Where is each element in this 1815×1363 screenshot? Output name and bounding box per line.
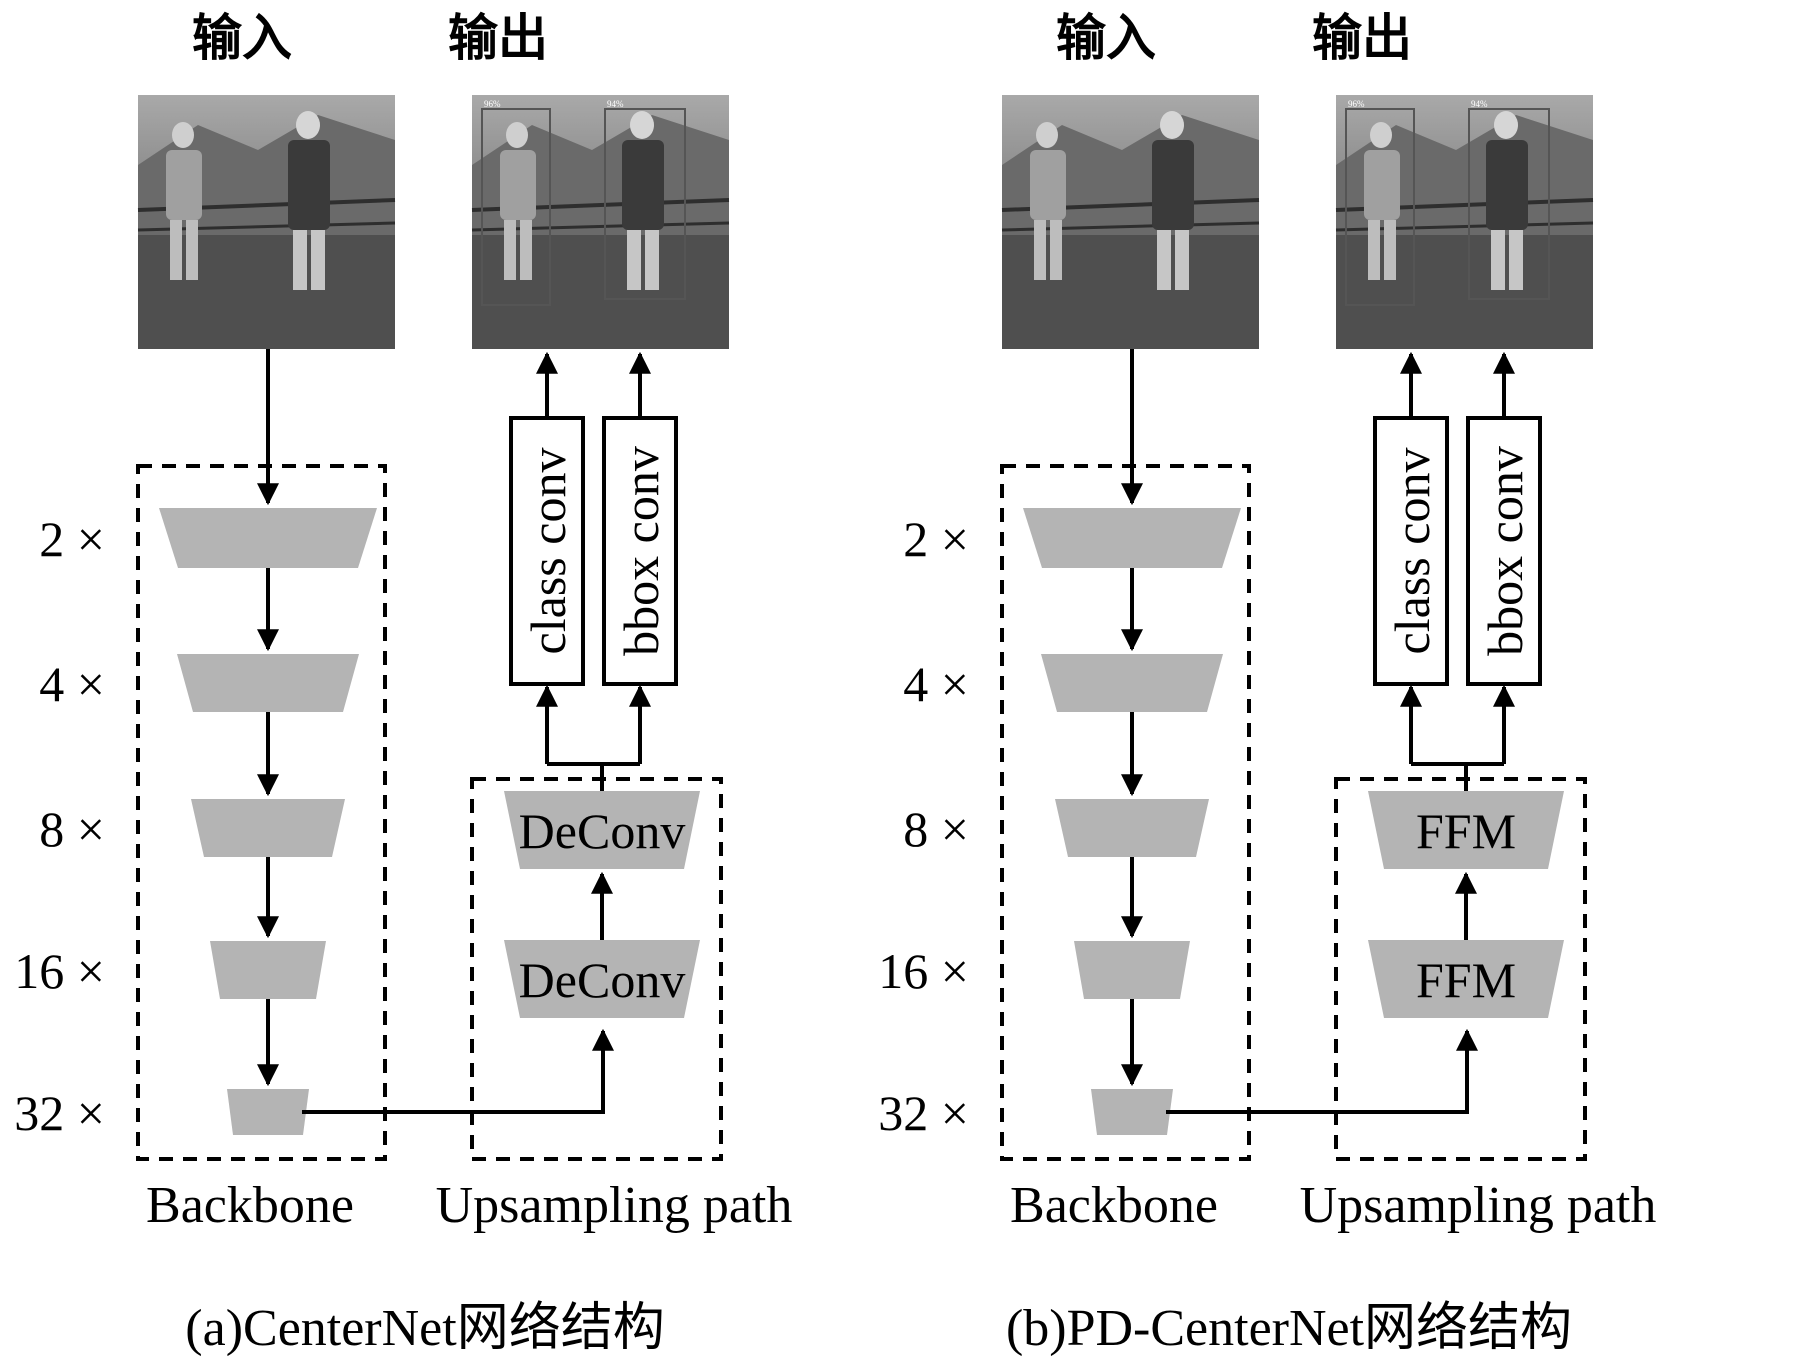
detection-score: 96% xyxy=(484,99,501,109)
upsampling-box xyxy=(1334,777,1587,1161)
input-label: 输入 xyxy=(1056,9,1156,67)
detection-score: 94% xyxy=(607,99,624,109)
upsample-block-2 xyxy=(504,791,700,869)
input-image xyxy=(137,95,396,349)
output-image: 96% 94% xyxy=(1335,95,1594,349)
scale-label: 4 × xyxy=(903,656,969,712)
scale-label: 32 × xyxy=(14,1085,105,1141)
backbone-block-3 xyxy=(191,799,345,857)
scale-label: 8 × xyxy=(39,801,105,857)
scale-label: 2 × xyxy=(39,511,105,567)
upsample-label: FFM xyxy=(1416,952,1516,1008)
detection-score: 96% xyxy=(1348,99,1365,109)
scale-label: 16 × xyxy=(14,943,105,999)
upsample-block-1 xyxy=(1368,940,1564,1018)
upsampling-box xyxy=(470,777,723,1161)
backbone-box xyxy=(1000,464,1251,1161)
bbox-conv-box xyxy=(602,416,678,686)
arrow-backbone-to-upsample xyxy=(302,1028,614,1114)
backbone-block-2 xyxy=(1041,654,1223,712)
backbone-block-5 xyxy=(227,1089,309,1135)
input-image xyxy=(1001,95,1260,349)
output-label: 输出 xyxy=(448,9,548,67)
detection-box xyxy=(604,108,686,300)
upsampling-label: Upsampling path xyxy=(436,1177,793,1234)
panel-a: 输入输出96%94%2 ×4 ×8 ×16 ×32 ×DeConvDeConvc… xyxy=(14,9,792,1357)
panel-caption: (a)CenterNet网络结构 xyxy=(185,1300,664,1357)
class-conv-box xyxy=(1373,416,1449,686)
output-image: 96% 94% xyxy=(471,95,730,349)
detection-box xyxy=(1345,108,1415,306)
detection-score: 94% xyxy=(1471,99,1488,109)
class-conv-label: class conv xyxy=(1384,448,1440,655)
upsample-label: DeConv xyxy=(519,952,686,1008)
backbone-block-2 xyxy=(177,654,359,712)
upsample-block-2 xyxy=(1368,791,1564,869)
backbone-label: Backbone xyxy=(146,1177,354,1234)
upsampling-label: Upsampling path xyxy=(1300,1177,1657,1234)
scale-label: 2 × xyxy=(903,511,969,567)
bbox-conv-label: bbox conv xyxy=(613,446,669,656)
scale-label: 8 × xyxy=(903,801,969,857)
output-label: 输出 xyxy=(1312,9,1412,67)
class-conv-label: class conv xyxy=(520,448,576,655)
arrow-backbone-to-upsample xyxy=(1166,1028,1478,1114)
backbone-label: Backbone xyxy=(1010,1177,1218,1234)
upsample-block-1 xyxy=(504,940,700,1018)
backbone-block-1 xyxy=(1023,508,1241,568)
detection-box xyxy=(1468,108,1550,300)
scale-label: 32 × xyxy=(878,1085,969,1141)
backbone-block-5 xyxy=(1091,1089,1173,1135)
input-label: 输入 xyxy=(192,9,292,67)
bbox-conv-box xyxy=(1466,416,1542,686)
backbone-block-4 xyxy=(210,941,326,999)
backbone-block-1 xyxy=(159,508,377,568)
upsample-label: DeConv xyxy=(519,803,686,859)
scale-label: 4 × xyxy=(39,656,105,712)
upsample-label: FFM xyxy=(1416,803,1516,859)
backbone-block-3 xyxy=(1055,799,1209,857)
panel-b: 输入 输出 96% 94% 2 × 4 × 8 × 16 × 32 × FFM FFM class c… xyxy=(878,9,1656,1357)
backbone-box xyxy=(136,464,387,1161)
scale-label: 16 × xyxy=(878,943,969,999)
panel-caption: (b)PD-CenterNet网络结构 xyxy=(1006,1300,1572,1357)
detection-box xyxy=(481,108,551,306)
bbox-conv-label: bbox conv xyxy=(1477,446,1533,656)
backbone-block-4 xyxy=(1074,941,1190,999)
